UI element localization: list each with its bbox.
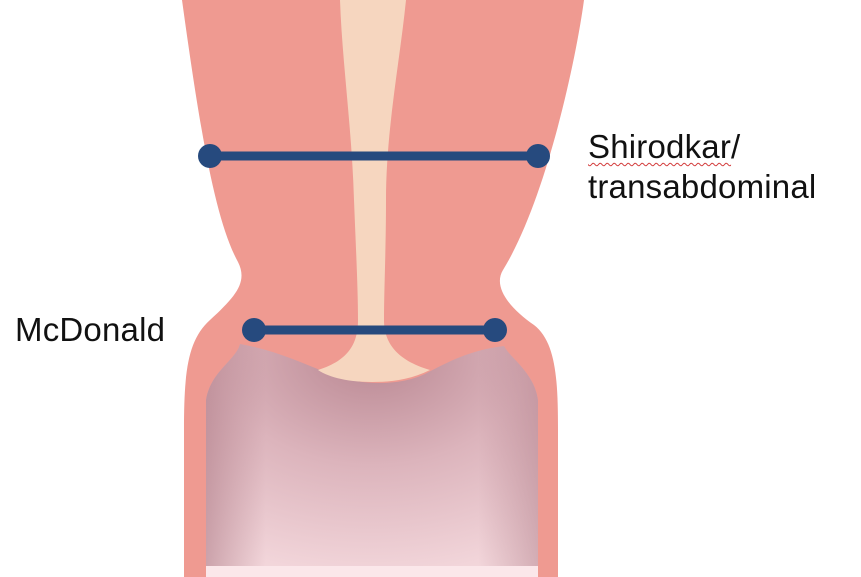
mcdonald-label: McDonald: [15, 310, 165, 350]
shirodkar-label-line1: Shirodkar/: [588, 127, 816, 167]
mcdonald-suture-knot-left: [242, 318, 266, 342]
shirodkar-label-line2: transabdominal: [588, 167, 816, 207]
bottom-strip: [206, 566, 538, 577]
shirodkar-suture-knot-right: [526, 144, 550, 168]
shirodkar-suture-knot-left: [198, 144, 222, 168]
shirodkar-word: Shirodkar: [588, 128, 731, 165]
shirodkar-slash: /: [731, 128, 740, 165]
mcdonald-suture-knot-right: [483, 318, 507, 342]
shirodkar-label: Shirodkar/ transabdominal: [588, 127, 816, 207]
